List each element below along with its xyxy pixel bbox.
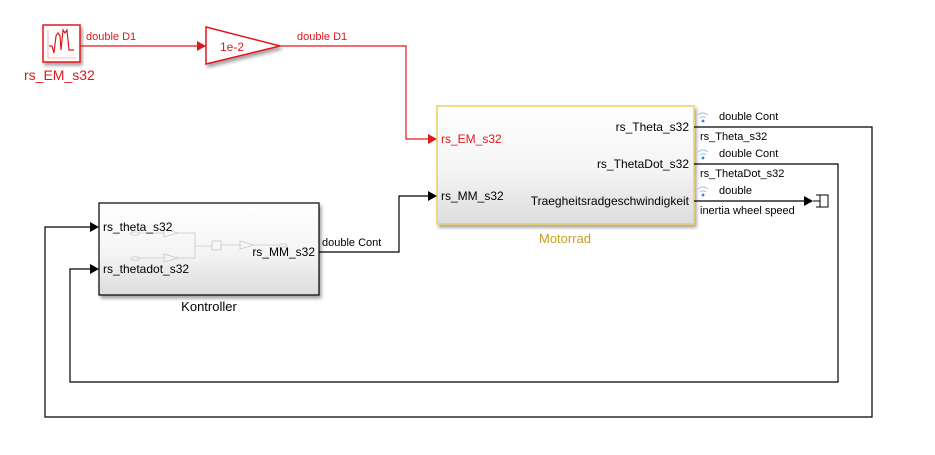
source-block-rs-em[interactable]	[42, 24, 81, 63]
signal-line-theta-feedback[interactable]	[44, 126, 873, 418]
signal-logging-icon	[697, 149, 709, 160]
signal-label-source: double D1	[86, 31, 136, 43]
output-type-label-1: double Cont	[719, 111, 778, 123]
motorrad-subsystem[interactable]	[436, 105, 695, 225]
signal-line-source-to-gain[interactable]	[80, 41, 206, 51]
kontroller-output-port-1: rs_MM_s32	[252, 245, 315, 259]
source-block-name: rs_EM_s32	[24, 67, 95, 83]
signal-line-inertia-wheel-speed[interactable]	[694, 196, 813, 206]
signal-line-gain-to-motorrad[interactable]	[280, 45, 437, 144]
kontroller-subsystem[interactable]	[98, 202, 320, 296]
motorrad-output-port-1: rs_Theta_s32	[616, 120, 690, 134]
motorrad-block-name: Motorrad	[539, 231, 591, 246]
signal-label-gain: double D1	[297, 31, 347, 43]
output-type-label-3: double	[719, 185, 752, 197]
terminator-icon[interactable]	[813, 194, 829, 208]
motorrad-output-port-3: Traegheitsradgeschwindigkeit	[531, 194, 690, 208]
signal-line-kontroller-to-motorrad[interactable]	[319, 191, 437, 253]
kontroller-input-port-2: rs_thetadot_s32	[103, 262, 189, 276]
kontroller-block-name: Kontroller	[181, 299, 237, 314]
gain-block[interactable]	[205, 26, 281, 65]
motorrad-output-port-2: rs_ThetaDot_s32	[597, 157, 689, 171]
output-type-label-2: double Cont	[719, 148, 778, 160]
signal-label-kontroller-output: double Cont	[322, 237, 381, 249]
signal-name-thetadot: rs_ThetaDot_s32	[700, 168, 784, 180]
signal-name-inertia-wheel-speed: inertia wheel speed	[700, 205, 795, 217]
subsystem-preview-icon	[130, 228, 288, 263]
motorrad-input-port-1: rs_EM_s32	[441, 132, 502, 146]
kontroller-input-port-1: rs_theta_s32	[103, 220, 173, 234]
signal-name-theta: rs_Theta_s32	[700, 131, 767, 143]
signal-line-thetadot-feedback[interactable]	[69, 163, 839, 383]
signal-logging-icon	[697, 112, 709, 123]
gain-value: 1e-2	[220, 40, 244, 54]
motorrad-input-port-2: rs_MM_s32	[441, 189, 504, 203]
signal-builder-icon	[47, 28, 76, 59]
signal-logging-icon	[697, 186, 709, 197]
